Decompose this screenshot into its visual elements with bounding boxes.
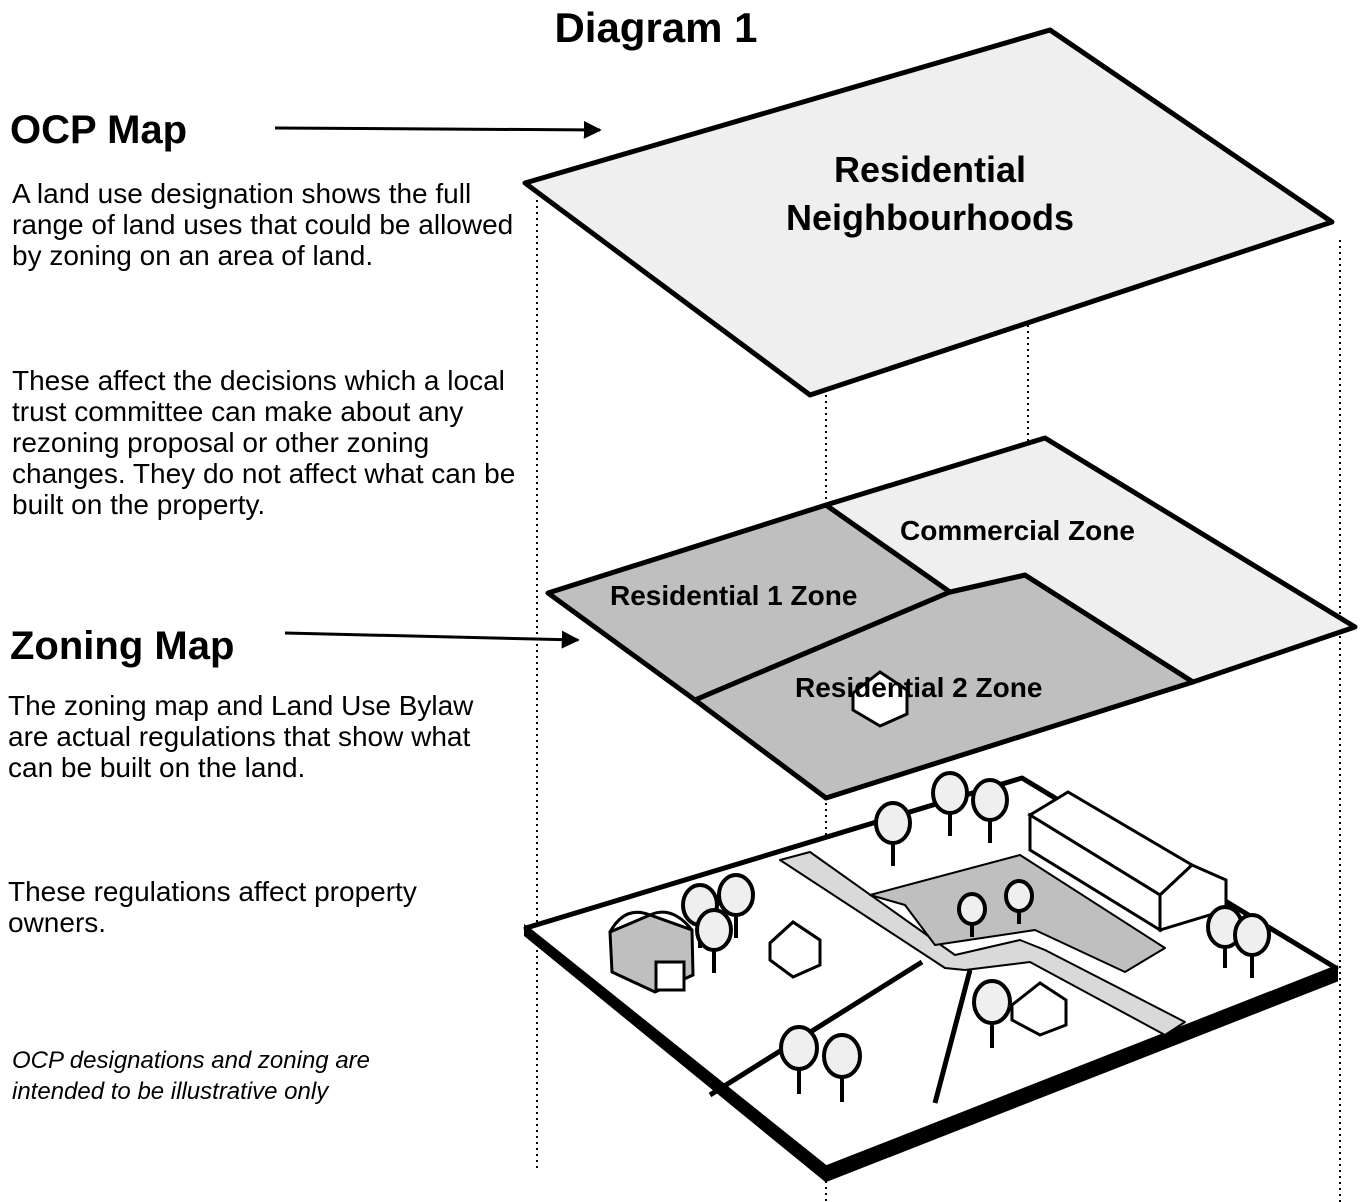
diagram-title: Diagram 1: [554, 4, 758, 51]
house-icon: [851, 670, 909, 728]
lot-line-south: [932, 969, 973, 1104]
ocp-layer: [522, 27, 1335, 398]
zone-label-residential-2: Residential 2 Zone: [795, 672, 1043, 703]
tree-icon: [972, 979, 1012, 1048]
tree-icon: [874, 801, 912, 866]
barn-icon: [608, 910, 695, 994]
tree-icon: [931, 771, 969, 836]
ocp-layer-label: Residential Neighbourhoods: [786, 149, 1074, 238]
tree-icon: [717, 873, 755, 938]
tree-icon: [957, 892, 987, 937]
zone-label-commercial: Commercial Zone: [900, 515, 1135, 546]
house-icon: [1010, 981, 1068, 1037]
tree-icon: [1004, 879, 1034, 924]
lot-line-west: [708, 959, 924, 1098]
illustrative-disclaimer: OCP designations and zoning are intended…: [12, 1047, 371, 1105]
zoning-layer: [545, 435, 1358, 801]
tree-icon: [695, 908, 733, 973]
zoning-description: The zoning map and Land Use Bylaw are ac…: [8, 690, 474, 783]
zoning-heading: Zoning Map: [10, 624, 235, 668]
tree-icon: [1233, 913, 1271, 978]
road: [779, 851, 1186, 1036]
ocp-arrow: [274, 120, 602, 139]
zone-commercial: [823, 435, 1358, 685]
ocp-description: A land use designation shows the full ra…: [12, 178, 514, 271]
zoning-arrow: [284, 630, 580, 649]
zoning-effect-note: These regulations affect property owners…: [8, 876, 417, 938]
long-building-icon: [1027, 790, 1228, 933]
zone-label-residential-1: Residential 1 Zone: [610, 580, 858, 611]
tree-icon: [971, 778, 1009, 843]
ocp-effect-note: These affect the decisions which a local…: [12, 365, 516, 520]
ocp-heading: OCP Map: [10, 108, 188, 152]
house-icon: [768, 920, 822, 979]
tree-icon: [822, 1033, 862, 1102]
land-base: [523, 670, 1339, 1183]
tree-icon: [779, 1025, 819, 1094]
trees: [681, 771, 1271, 1102]
